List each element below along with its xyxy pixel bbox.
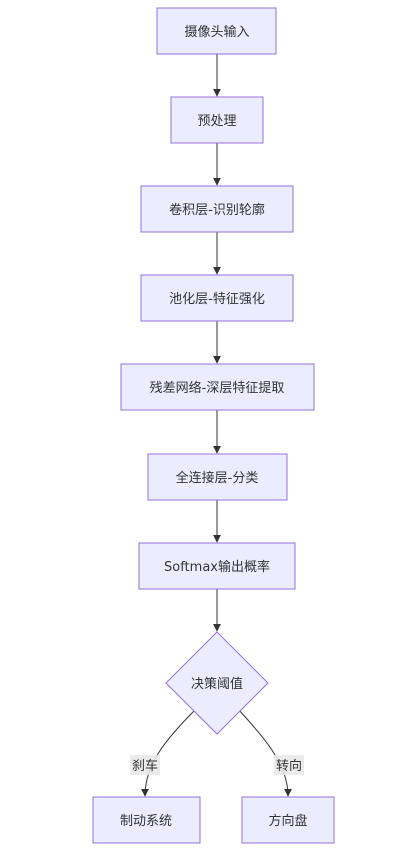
node-decision-label: 决策阈值 [191,676,243,692]
edge-label-brake-bg [130,755,160,775]
node-preprocess: 预处理 [170,96,264,144]
node-fc-layer-label: 全连接层-分类 [176,470,259,486]
edge-label-steer: 转向 [274,755,304,775]
node-brake-system: 制动系统 [92,796,201,844]
node-conv-layer-label: 卷积层-识别轮廓 [169,202,265,218]
node-conv-layer: 卷积层-识别轮廓 [140,185,294,233]
edge-decision-to-steering [238,709,292,797]
node-camera-input-label: 摄像头输入 [184,24,249,40]
edge-label-brake-text: 刹车 [132,758,158,774]
node-camera-input-box [156,7,277,55]
node-residual-net-label: 残差网络-深层特征提取 [150,380,285,396]
node-pool-layer-label: 池化层-特征强化 [169,292,265,307]
node-brake-system-box [92,796,201,844]
node-softmax-label: Softmax输出概率 [164,559,270,575]
node-decision: 决策阈值 [165,631,269,735]
node-steering-wheel-label: 方向盘 [268,813,307,829]
edge-label-steer-bg [274,755,304,775]
node-softmax-box [138,542,296,590]
node-fc-layer-box [147,453,288,501]
node-steering-wheel: 方向盘 [241,796,335,844]
node-fc-layer: 全连接层-分类 [147,453,288,501]
node-steering-wheel-box [241,796,335,844]
node-conv-layer-box [140,185,294,233]
node-preprocess-label: 预处理 [197,114,236,129]
node-softmax: Softmax输出概率 [138,542,296,590]
edge-label-steer-text: 转向 [276,758,302,774]
node-pool-layer: 池化层-特征强化 [140,274,294,322]
node-preprocess-box [170,96,264,144]
node-camera-input: 摄像头输入 [156,7,277,55]
edge-label-brake: 刹车 [130,755,160,775]
edge-decision-to-brake [141,709,196,797]
node-pool-layer-box [140,274,294,322]
edges [141,54,292,797]
node-residual-net-box [120,363,315,411]
node-decision-diamond [165,631,269,735]
node-residual-net: 残差网络-深层特征提取 [120,363,315,411]
node-brake-system-label: 制动系统 [120,814,172,829]
